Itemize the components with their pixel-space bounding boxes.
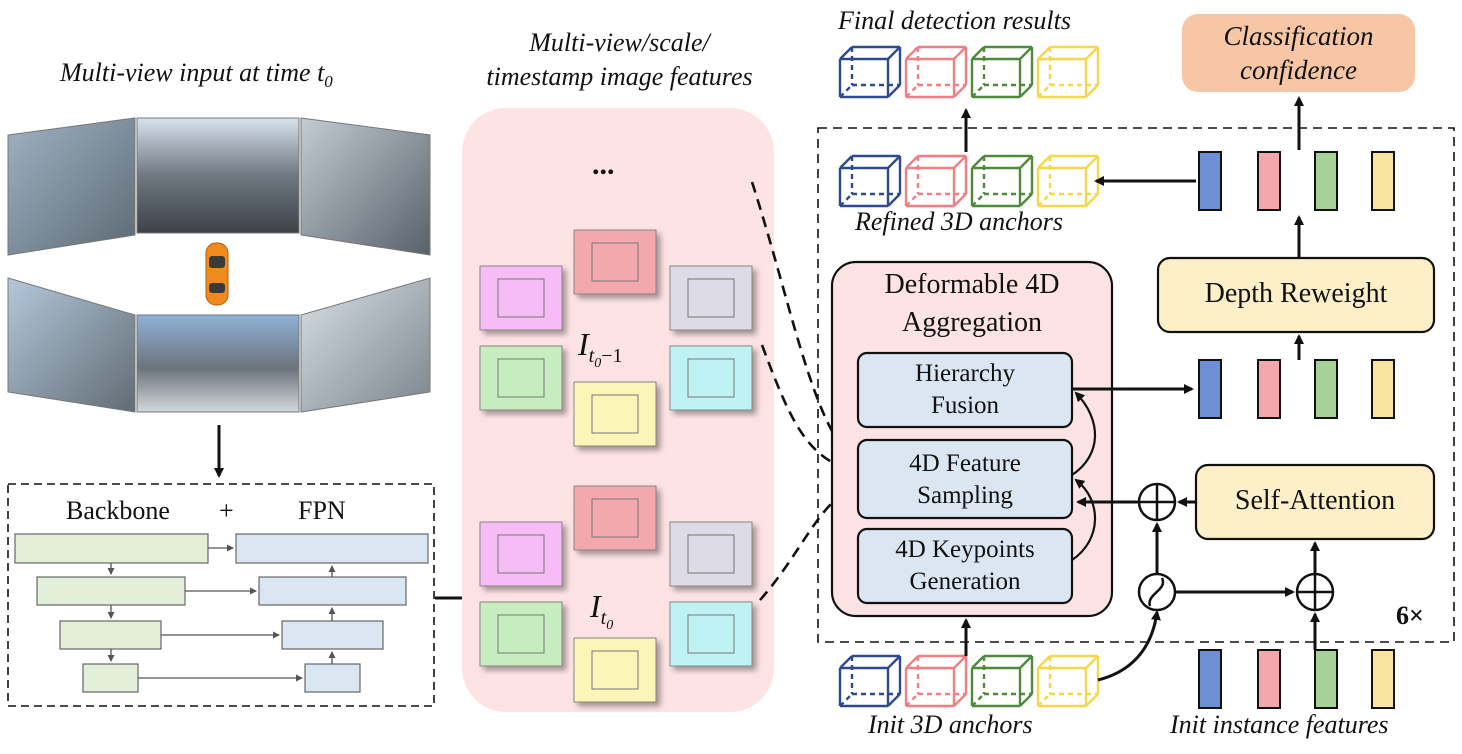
anchor-cube [838,154,902,208]
sampling-line2: Sampling [917,482,1013,509]
sampling-line1: 4D Feature [909,450,1021,477]
camera-front-right [300,117,431,256]
classification-line1: Classification [1223,21,1374,51]
plus-label: + [219,496,234,525]
add-operator-lower [1295,572,1335,612]
keypoints-generation-box [856,527,1074,605]
final-detection-cubes [838,45,1100,99]
anchor-cube [838,654,902,708]
init-instance-features [1198,649,1395,709]
init-anchor-cubes [838,654,1100,708]
backbone-layer [14,533,209,564]
ego-car-icon [205,242,229,306]
feature-map [479,345,563,411]
decoder-block-6x [817,127,1455,643]
fpn-layer [281,620,384,650]
feature-map [573,637,657,703]
fpn-layer [235,533,429,564]
frame-cur-label: It0 [590,588,614,634]
feature-map [669,265,753,331]
keypoints-line2: Generation [909,568,1021,595]
fpn-layer [304,663,361,693]
depth-reweight-label: Depth Reweight [1204,278,1388,309]
camera-back-right [300,277,431,413]
classification-label: Classification confidence [1182,19,1415,87]
backbone-fpn-box [7,483,435,707]
camera-back [136,314,300,413]
frame-features-prev [479,229,753,447]
multi-view-camera-images [7,117,431,413]
backbone-label: Backbone [66,496,170,525]
backbone-layer [59,620,162,650]
multiview-input-title: Multi-view input at time t0 [60,58,333,92]
feature-map [479,601,563,667]
hierarchy-fusion-box [856,351,1074,429]
anchor-cube [970,154,1034,208]
keypoints-label: 4D Keypoints Generation [858,534,1072,598]
feature-map [479,265,563,331]
features-title: Multi-view/scale/ timestamp image featur… [452,26,787,94]
init-anchors-label: Init 3D anchors [868,710,1033,739]
backbone-layers [14,533,209,693]
features-title-line1: Multi-view/scale/ [529,28,710,57]
anchor-cube [970,654,1034,708]
anchor-cube [1036,654,1100,708]
camera-front-left [7,117,136,256]
deformable-line2: Aggregation [902,307,1042,338]
refined-anchor-cubes [838,154,1100,208]
backbone-layer [82,663,139,693]
repeat-label: 6× [1396,601,1424,630]
backbone-fpn-arrows [107,544,336,682]
camera-back-left [7,277,136,413]
fpn-label: FPN [298,496,346,525]
classification-confidence-box [1182,14,1415,92]
feature-sampling-box [856,438,1074,520]
deformable-label: Deformable 4D Aggregation [832,266,1112,342]
fpn-layer [258,576,407,606]
anchor-encoder-operator [1137,572,1177,612]
internal-curved-arrows [1071,391,1097,561]
deformable-line1: Deformable 4D [884,269,1060,300]
anchor-cube [1036,154,1100,208]
anchor-cube [904,654,968,708]
hierarchy-label: Hierarchy Fusion [858,358,1072,422]
anchor-cube [970,45,1034,99]
self-attention-label: Self-Attention [1234,485,1396,516]
instance-features-mid [1198,359,1395,419]
flow-arrows [961,96,1320,682]
feature-map [669,601,753,667]
anchor-cube [904,154,968,208]
anchor-cube [838,45,902,99]
instance-features-top [1198,151,1395,211]
backbone-layer [36,576,186,606]
frame-prev-label: It0−1 [578,326,623,372]
ellipsis: ... [592,148,615,181]
hierarchy-line1: Hierarchy [915,360,1015,387]
classification-line2: confidence [1240,55,1357,85]
anchor-cube [1036,45,1100,99]
sampling-label: 4D Feature Sampling [858,448,1072,512]
init-features-label: Init instance features [1170,710,1389,739]
feature-map [573,381,657,447]
fpn-layers [235,533,429,693]
feature-map [573,229,657,295]
feature-map [669,345,753,411]
add-operator-upper [1137,482,1177,522]
hierarchy-line2: Fusion [930,392,1000,419]
camera-front [136,117,300,234]
depth-reweight-box [1156,256,1436,334]
final-results-label: Final detection results [838,6,1071,35]
refined-anchors-label: Refined 3D anchors [855,207,1063,236]
features-title-line2: timestamp image features [486,62,753,91]
anchor-cube [904,45,968,99]
feature-map [573,485,657,551]
feature-map [479,521,563,587]
frame-features-current [479,485,753,703]
keypoints-line1: 4D Keypoints [895,536,1035,563]
feature-map [669,521,753,587]
